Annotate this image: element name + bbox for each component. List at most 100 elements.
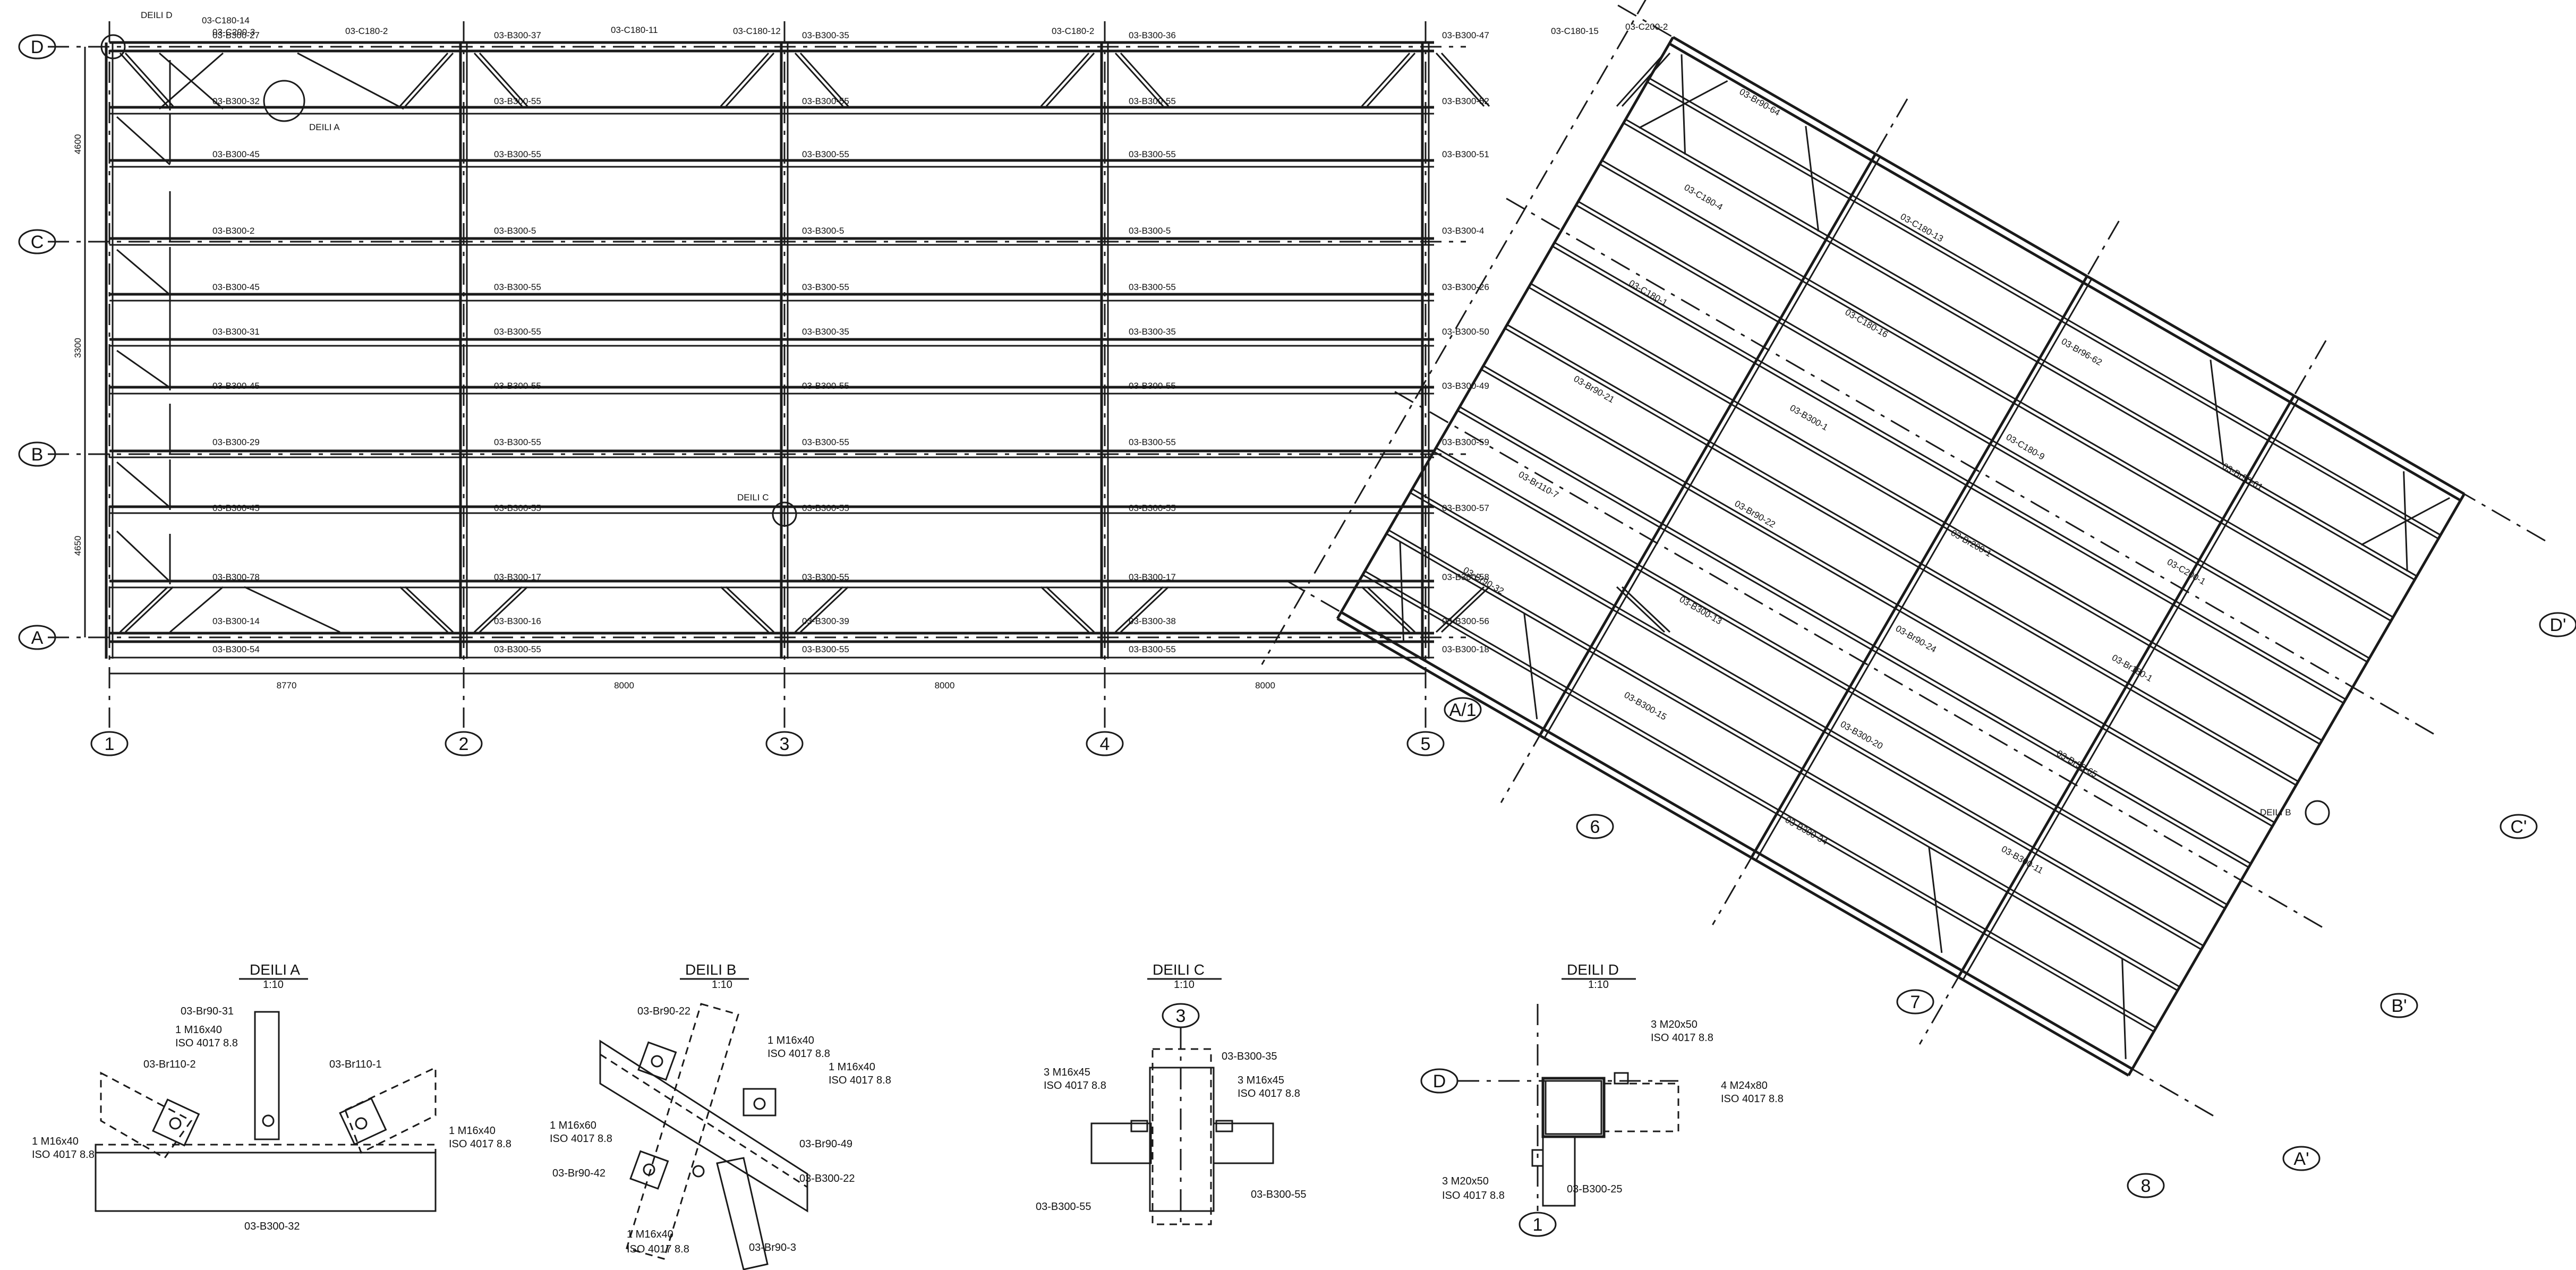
top-chord-label: 03-C180-15 bbox=[1551, 26, 1599, 36]
rot-member-label: 03-B300-20 bbox=[1839, 719, 1884, 752]
detail-note: ISO 4017 8.8 bbox=[627, 1243, 689, 1255]
rot-purlin bbox=[1506, 323, 2299, 782]
detail-note: 1 M16x40 bbox=[627, 1229, 673, 1240]
detail-d-grid-col: 1 bbox=[1533, 1215, 1543, 1235]
beam-label: 03-B300-55 bbox=[1129, 282, 1176, 292]
beam-label: 03-B300-55 bbox=[802, 96, 849, 106]
beam-label: 03-B300-36 bbox=[1129, 30, 1176, 40]
beam-label: 03-B300-55 bbox=[802, 149, 849, 159]
beam-label: 03-B300-55 bbox=[494, 96, 541, 106]
rot-grid-A': A' bbox=[2293, 1149, 2309, 1169]
beam-label: 03-B300-49 bbox=[1442, 381, 1489, 391]
rot-purlin-edge bbox=[1575, 204, 2368, 663]
diagonal-beam bbox=[599, 1039, 808, 1213]
brace bbox=[124, 52, 174, 107]
rot-member-label: 03-Br90-24 bbox=[1894, 623, 1938, 654]
rot-purlin bbox=[1364, 570, 2156, 1029]
detail-c-grid-3: 3 bbox=[1176, 1006, 1186, 1026]
brace bbox=[799, 586, 849, 633]
grid-col-3: 3 bbox=[780, 734, 790, 754]
detail-note: 03-B300-55 bbox=[1251, 1189, 1307, 1200]
beam-label: 03-B300-39 bbox=[802, 616, 849, 626]
grid-row-A-bubble bbox=[18, 625, 56, 650]
brace bbox=[119, 586, 169, 633]
rot-grid-B': B' bbox=[2391, 996, 2407, 1016]
detail-note: ISO 4017 8.8 bbox=[767, 1048, 830, 1060]
rot-purlin bbox=[1554, 242, 2347, 700]
grid-col-1: 1 bbox=[105, 734, 115, 754]
top-chord-label: 03-C180-14 bbox=[202, 15, 250, 25]
beam-label: 03-B300-55 bbox=[1129, 96, 1176, 106]
beam-label: 03-B300-78 bbox=[212, 572, 260, 582]
bolt-group-left bbox=[1130, 1120, 1148, 1132]
detail-note: 03-B300-25 bbox=[1567, 1183, 1623, 1195]
dimension-value: 8000 bbox=[614, 680, 634, 691]
rot-grid-D'-bubble bbox=[2539, 612, 2576, 637]
detail-note: 03-Br110-1 bbox=[329, 1059, 382, 1070]
beam-label: 03-B300-17 bbox=[1129, 572, 1176, 582]
detail-scale: 1:10 bbox=[712, 979, 732, 991]
brace bbox=[116, 249, 170, 296]
detail-title: DEILI D bbox=[1567, 961, 1619, 978]
brace bbox=[473, 586, 523, 633]
brace bbox=[404, 586, 454, 633]
detail-c-callout bbox=[772, 501, 797, 527]
rot-grid-axis bbox=[1394, 391, 2325, 929]
bolt-hole bbox=[169, 1117, 182, 1130]
rot-purlin-edge bbox=[1433, 450, 2225, 909]
detail-note: ISO 4017 8.8 bbox=[550, 1133, 612, 1145]
beam-below bbox=[1542, 1136, 1576, 1207]
beam-label: 03-B300-55 bbox=[1129, 503, 1176, 513]
detail-title: DEILI B bbox=[685, 961, 736, 978]
grid-row-D: D bbox=[31, 37, 44, 57]
rot-grid-A/1: A/1 bbox=[1449, 700, 1476, 720]
beam-label: 03-B300-32 bbox=[212, 96, 260, 106]
beam-label: 03-B300-52 bbox=[1442, 96, 1489, 106]
beam-label: 03-B300-55 bbox=[802, 572, 849, 582]
brace bbox=[473, 52, 523, 107]
beam-label: 03-B300-5 bbox=[802, 226, 844, 236]
brace bbox=[799, 52, 849, 107]
brace bbox=[1045, 52, 1095, 107]
detail-scale: 1:10 bbox=[1174, 979, 1195, 991]
brace bbox=[119, 52, 169, 107]
detail-note: ISO 4017 8.8 bbox=[1651, 1032, 1713, 1044]
rot-purlin-edge bbox=[1386, 533, 2178, 992]
beam-label: 03-B300-27 bbox=[212, 30, 260, 40]
rotated-frame: 03-Br90-6403-C180-1303-Br96-6203-Br90-61… bbox=[1261, 0, 2548, 1118]
beam-label: 03-B300-55 bbox=[802, 644, 849, 654]
brace bbox=[1621, 586, 1671, 633]
beam-label: 03-B300-55 bbox=[494, 381, 541, 391]
brace-plate bbox=[254, 1011, 280, 1140]
beam-label: 03-B300-55 bbox=[1129, 381, 1176, 391]
dimension-value: 4600 bbox=[73, 134, 83, 155]
brace-a bbox=[626, 1003, 739, 1260]
beam-label: 03-B300-55 bbox=[494, 503, 541, 513]
brace bbox=[1435, 52, 1485, 107]
rot-grid-axis bbox=[1918, 340, 2327, 1045]
rot-member-label: 03-C180-9 bbox=[2004, 432, 2046, 462]
beam-label: 03-B300-54 bbox=[212, 644, 260, 654]
rot-purlin bbox=[1412, 488, 2204, 947]
rot-grid-axis bbox=[1261, 0, 1669, 665]
bolt-hole bbox=[643, 1163, 655, 1176]
brace bbox=[1114, 586, 1164, 633]
top-chord-label: 03-C180-2 bbox=[1052, 26, 1094, 36]
column-beam-hidden bbox=[1151, 1048, 1212, 1225]
rot-purlin bbox=[1625, 118, 2418, 577]
brace bbox=[1621, 52, 1671, 107]
detail-note: 03-Br90-3 bbox=[749, 1242, 796, 1254]
beam-label: 03-B300-5 bbox=[1129, 226, 1171, 236]
rot-grid-8: 8 bbox=[2141, 1176, 2151, 1196]
top-chord-label: 03-C200-2 bbox=[1625, 22, 1668, 32]
beam-label: 03-B300-31 bbox=[212, 327, 260, 337]
bolt-hole bbox=[262, 1114, 275, 1127]
grid-col-2: 2 bbox=[459, 734, 469, 754]
beam-label: 03-B300-55 bbox=[494, 282, 541, 292]
brace-b bbox=[716, 1157, 769, 1270]
brace bbox=[244, 586, 340, 633]
detail-callout-label: DEILI C bbox=[737, 492, 769, 502]
brace bbox=[1366, 586, 1416, 633]
rot-member-label: 03-B300-1 bbox=[1788, 403, 1830, 432]
